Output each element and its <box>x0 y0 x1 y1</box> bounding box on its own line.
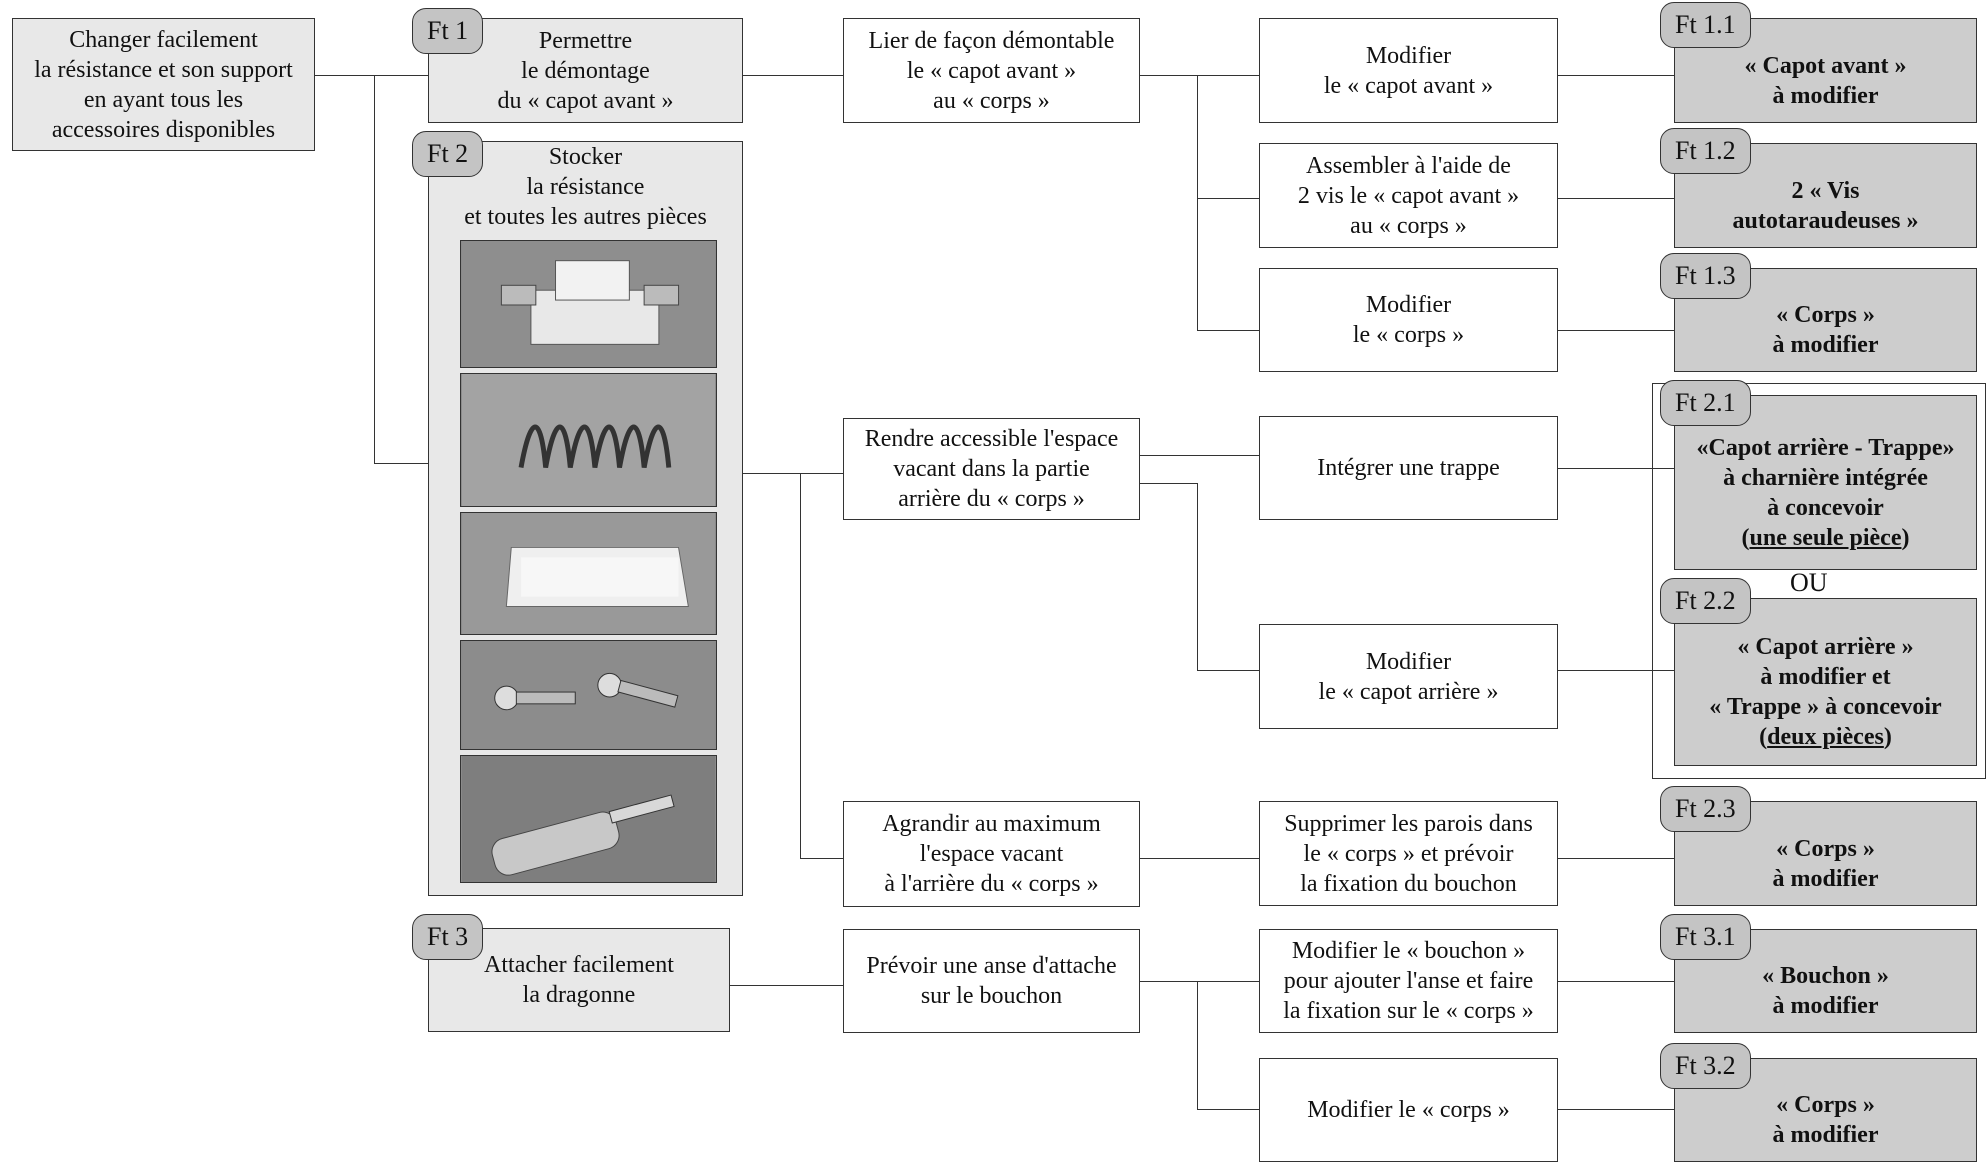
function-tag-ft1: Ft 1 <box>412 8 484 54</box>
connector <box>1558 330 1674 331</box>
technical-function-box-8: Modifier le « corps » <box>1259 1058 1558 1162</box>
connector <box>1558 75 1674 76</box>
connector <box>1197 75 1198 330</box>
paren-close: ) <box>1901 524 1910 551</box>
connector <box>1558 198 1674 199</box>
solution-underlined-ft2-2: deux pièces <box>1767 724 1884 750</box>
or-label: OU <box>1790 568 1828 597</box>
subfunction-box-2: Rendre accessible l'espace vacant dans l… <box>843 418 1140 520</box>
connector <box>743 473 843 474</box>
connector <box>1558 981 1674 982</box>
solution-box-ft1-2: 2 « Vis autotaraudeuses » <box>1674 143 1977 248</box>
connector <box>1558 468 1674 469</box>
function-tag-ft2: Ft 2 <box>412 131 484 177</box>
root-function-box: Changer facilement la résistance et son … <box>12 18 315 151</box>
connector <box>1197 981 1198 1109</box>
resistance-element-photo <box>460 512 717 635</box>
solution-underlined-ft2-1: une seule pièce <box>1749 524 1902 551</box>
solution-text-ft2-1: «Capot arrière - Trappe» à charnière int… <box>1696 434 1955 521</box>
solution-tag-ft3-2: Ft 3.2 <box>1660 1043 1751 1089</box>
connector <box>1140 455 1259 456</box>
connector <box>374 463 428 464</box>
technical-function-box-1: Modifier le « capot avant » <box>1259 18 1558 123</box>
solution-tag-ft2-2: Ft 2.2 <box>1660 578 1751 624</box>
connector <box>1558 858 1674 859</box>
function-text-ft2: Stocker la résistance et toutes les autr… <box>464 144 707 230</box>
connector <box>800 473 801 858</box>
connector <box>315 75 380 76</box>
connector <box>1140 483 1197 484</box>
solution-tag-ft3-1: Ft 3.1 <box>1660 914 1751 960</box>
connector <box>374 75 428 76</box>
connector <box>800 858 843 859</box>
technical-function-box-2: Assembler à l'aide de 2 vis le « capot a… <box>1259 143 1558 248</box>
technical-function-box-5: Modifier le « capot arrière » <box>1259 624 1558 729</box>
solution-tag-ft1-3: Ft 1.3 <box>1660 253 1751 299</box>
paren-open: ( <box>1741 524 1750 551</box>
paren-close: ) <box>1883 724 1892 750</box>
alternative-solutions-frame <box>1652 383 1986 779</box>
technical-function-box-4: Intégrer une trappe <box>1259 416 1558 520</box>
screwdriver-photo <box>460 755 717 883</box>
screws-photo <box>460 640 717 750</box>
connector <box>1558 670 1674 671</box>
spring-photo <box>460 373 717 507</box>
function-tag-ft3: Ft 3 <box>412 914 484 960</box>
connector <box>1140 75 1259 76</box>
solution-note-ft2-1: (une seule pièce) <box>1742 523 1910 553</box>
solution-tag-ft1-2: Ft 1.2 <box>1660 128 1751 174</box>
solution-tag-ft1-1: Ft 1.1 <box>1660 2 1751 48</box>
connector <box>730 985 843 986</box>
solution-box-ft2-2: « Capot arrière » à modifier et « Trappe… <box>1674 598 1977 766</box>
subfunction-box-4: Prévoir une anse d'attache sur le boucho… <box>843 929 1140 1033</box>
paren-open: ( <box>1759 724 1768 750</box>
resistance-support-photo <box>460 240 717 368</box>
connector <box>1197 483 1198 670</box>
solution-tag-ft2-1: Ft 2.1 <box>1660 380 1751 426</box>
connector <box>743 75 843 76</box>
connector <box>1197 1109 1259 1110</box>
technical-function-box-7: Modifier le « bouchon » pour ajouter l'a… <box>1259 929 1558 1033</box>
connector <box>1140 858 1259 859</box>
connector <box>1558 1109 1674 1110</box>
connector <box>1197 670 1259 671</box>
subfunction-box-3: Agrandir au maximum l'espace vacant à l'… <box>843 801 1140 907</box>
technical-function-box-6: Supprimer les parois dans le « corps » e… <box>1259 801 1558 906</box>
subfunction-box-1: Lier de façon démontable le « capot avan… <box>843 18 1140 123</box>
solution-note-ft2-2: (deux pièces) <box>1759 722 1892 752</box>
solution-tag-ft2-3: Ft 2.3 <box>1660 786 1751 832</box>
solution-text-ft2-2: « Capot arrière » à modifier et « Trappe… <box>1709 634 1942 720</box>
connector <box>1197 330 1259 331</box>
technical-function-box-3: Modifier le « corps » <box>1259 268 1558 372</box>
connector <box>374 75 375 463</box>
connector <box>1197 198 1259 199</box>
connector <box>1140 981 1259 982</box>
